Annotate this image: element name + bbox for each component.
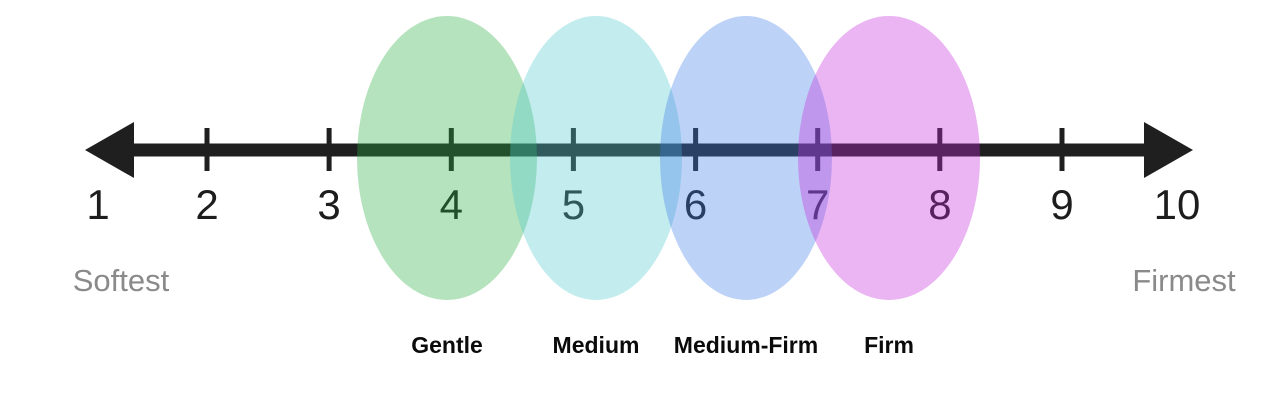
tick-mark (693, 128, 699, 171)
axis-number-9: 9 (1050, 181, 1074, 228)
tick-mark (937, 128, 943, 171)
zone-label-firm: Firm (864, 332, 914, 358)
tick-mark (815, 128, 821, 171)
axis-number-6: 6 (683, 181, 708, 228)
tick-mark (326, 128, 332, 171)
axis-number-4: 4 (439, 181, 463, 228)
tick-mark (204, 128, 210, 171)
tick-marks (204, 128, 1065, 171)
tick-mark (1059, 128, 1065, 171)
axis-number-5: 5 (561, 181, 586, 228)
axis-line (126, 143, 1150, 157)
softest-label: Softest (72, 263, 170, 298)
zone-label-gentle: Gentle (411, 332, 483, 358)
axis-number-8: 8 (928, 181, 952, 228)
right-arrowhead-icon (1144, 122, 1193, 178)
zone-label-medium: Medium (552, 332, 640, 358)
axis-number-10: 10 (1153, 181, 1201, 228)
firmest-label: Firmest (1132, 263, 1236, 298)
left-arrowhead-icon (85, 122, 134, 178)
axis-number-2: 2 (195, 181, 219, 228)
zone-label-medium-firm: Medium-Firm (673, 332, 819, 358)
axis-number-7: 7 (806, 181, 830, 228)
axis-number-3: 3 (317, 181, 341, 228)
tick-mark (448, 128, 454, 171)
tick-mark (570, 128, 576, 171)
axis-number-1: 1 (86, 181, 110, 228)
